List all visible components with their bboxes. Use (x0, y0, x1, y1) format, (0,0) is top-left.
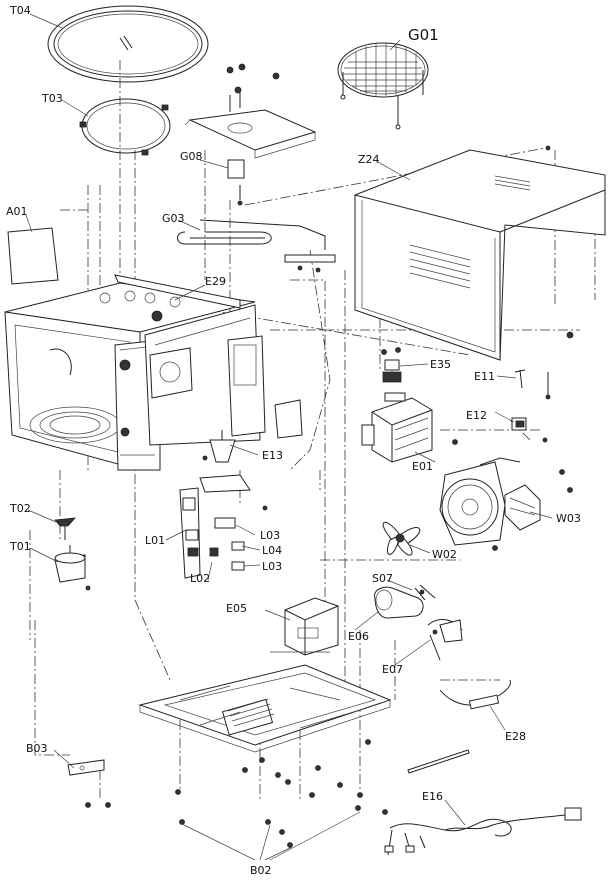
grill-rack-g01 (337, 42, 429, 130)
lamp-e35 (381, 347, 402, 383)
turntable-motor-t01 (54, 545, 91, 591)
bracket-e13 (199, 430, 251, 493)
oven-cavity (4, 274, 303, 471)
thermostat-e11 (514, 369, 551, 400)
fuse-e28 (439, 679, 511, 710)
leader-lines (25, 13, 553, 861)
label-b02: B02 (250, 864, 272, 877)
label-g08: G08 (180, 150, 203, 163)
label-l03-upper: L03 (260, 529, 280, 542)
wire-harness-e16 (384, 807, 582, 856)
roller-ring-t03 (79, 98, 171, 156)
fan-blade-w02 (382, 522, 421, 556)
cover-plate-g08 (184, 63, 317, 206)
label-e05: E05 (226, 602, 247, 615)
label-s07: S07 (372, 572, 393, 585)
label-e16: E16 (422, 790, 443, 803)
label-z24: Z24 (358, 153, 380, 166)
label-e12: E12 (466, 409, 487, 422)
capacitor-e06 (374, 586, 425, 619)
bracket-b03 (67, 759, 105, 776)
label-e06: E06 (348, 630, 369, 643)
label-g03: G03 (162, 212, 185, 225)
label-l01: L01 (145, 534, 165, 547)
label-t01: T01 (9, 540, 31, 553)
magnetron-e01 (361, 392, 458, 463)
glass-turntable-t04 (47, 5, 209, 83)
label-e35: E35 (430, 358, 451, 371)
label-e13: E13 (262, 449, 283, 462)
transformer-e05 (270, 597, 339, 656)
rod (407, 749, 470, 774)
label-l03-lower: L03 (262, 560, 282, 573)
switch-e12 (511, 417, 548, 443)
label-e11: E11 (474, 370, 495, 383)
label-l02: L02 (190, 572, 210, 585)
fan-housing-w03 (439, 457, 573, 551)
label-g01: G01 (408, 26, 439, 44)
label-e28: E28 (505, 730, 526, 743)
label-t02: T02 (9, 502, 31, 515)
label-e07: E07 (382, 663, 403, 676)
label-w02: W02 (432, 548, 457, 561)
label-l04: L04 (262, 544, 282, 557)
label-e29: E29 (205, 275, 226, 288)
label-t04: T04 (9, 4, 31, 17)
interlock-assembly-l01 (179, 487, 268, 579)
label-a01: A01 (6, 205, 28, 218)
bracket-s07 (414, 584, 436, 601)
label-w03: W03 (556, 512, 581, 525)
label-e01: E01 (412, 460, 433, 473)
coupler-t02 (54, 517, 76, 540)
diode-e07 (427, 619, 463, 661)
label-sheet-a01 (7, 227, 59, 285)
label-t03: T03 (41, 92, 63, 105)
heater-g03 (177, 219, 336, 273)
base-plate (138, 664, 392, 753)
label-b03: B03 (26, 742, 48, 755)
outer-casing-z24 (354, 145, 606, 361)
screws (85, 739, 388, 848)
part-labels: T04 T03 G01 G08 Z24 A01 G03 E29 E35 E11 … (6, 4, 581, 877)
